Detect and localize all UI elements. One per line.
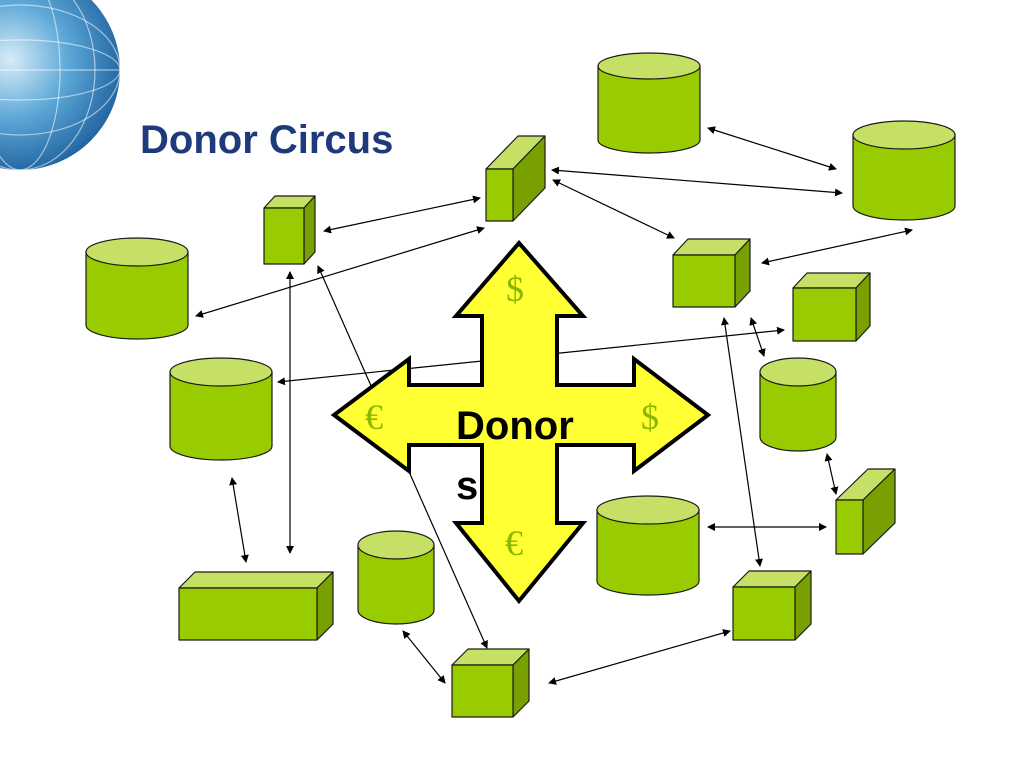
- box-node: [178, 571, 334, 641]
- four-way-arrow: [330, 239, 712, 605]
- cylinders: [85, 52, 956, 625]
- connector-arrows: [195, 126, 913, 685]
- connector-arrow: [824, 453, 839, 495]
- currency-right: $: [641, 397, 659, 437]
- slide-title: Donor Circus: [140, 118, 394, 162]
- connector-arrow: [548, 629, 731, 685]
- box-node: [732, 570, 812, 641]
- box-node: [835, 468, 896, 555]
- box-node: [485, 135, 546, 222]
- cylinder-node: [357, 530, 435, 625]
- connector-arrow: [552, 179, 675, 239]
- connector-arrow: [195, 226, 485, 318]
- cylinder-node: [597, 52, 701, 154]
- connector-arrow: [551, 166, 843, 197]
- currency-left: €: [365, 397, 383, 437]
- cylinder-node: [759, 357, 837, 452]
- box-node: [263, 195, 316, 265]
- connector-arrow: [749, 317, 766, 357]
- cylinder-node: [596, 495, 700, 596]
- currency-bottom: €: [505, 523, 523, 563]
- cylinder-node: [169, 357, 273, 461]
- globe-icon: [0, 0, 121, 171]
- boxes: [178, 135, 896, 718]
- box-node: [672, 238, 751, 308]
- center-label: Donor s: [456, 404, 574, 508]
- connector-arrow: [761, 227, 913, 266]
- box-node: [451, 648, 530, 718]
- currency-top: $: [506, 269, 524, 309]
- cylinder-node: [852, 120, 956, 221]
- connector-arrow: [721, 317, 763, 567]
- connector-arrow: [707, 126, 837, 171]
- connector-arrow: [323, 195, 481, 234]
- connector-arrow: [229, 477, 249, 563]
- box-node: [792, 272, 871, 342]
- cylinder-node: [85, 237, 189, 340]
- connector-arrow: [402, 630, 446, 684]
